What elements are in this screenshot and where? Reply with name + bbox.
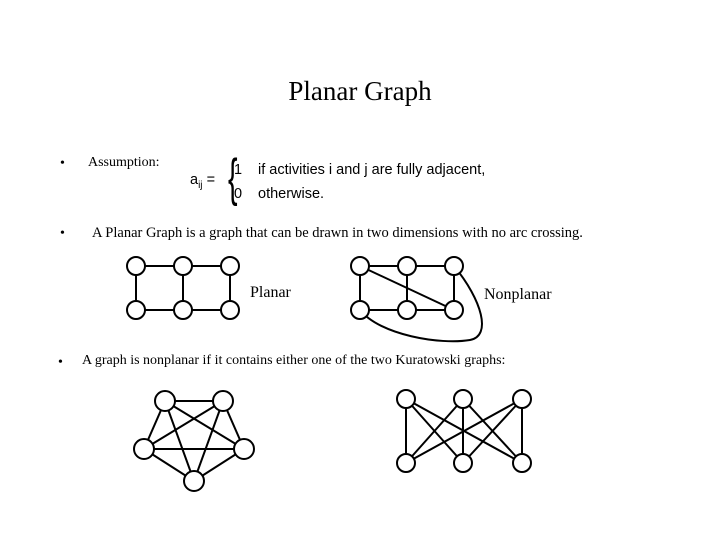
- graph-edge: [164, 400, 245, 450]
- graph-edge: [193, 400, 224, 482]
- graph-node: [350, 300, 370, 320]
- graph-edge: [143, 400, 224, 450]
- formula-lhs-sub: ij: [198, 179, 203, 191]
- graph-node: [397, 300, 417, 320]
- k33-graph: [396, 389, 532, 473]
- graph-node: [220, 256, 240, 276]
- bullet-marker-definition: •: [60, 226, 65, 241]
- graph-node: [126, 256, 146, 276]
- formula-lhs: aij =: [190, 172, 215, 191]
- bullet-marker-kuratowski: •: [58, 355, 63, 370]
- graph-edge: [359, 265, 455, 311]
- graph-node: [444, 300, 464, 320]
- definition-text-after: is a graph that can be drawn in two dime…: [182, 225, 583, 241]
- formula-lhs-eq: =: [206, 172, 216, 188]
- graph-edge: [164, 400, 195, 482]
- nonplanar-label: Nonplanar: [484, 286, 552, 303]
- graph-node: [453, 453, 473, 473]
- planar-graph: [126, 256, 240, 320]
- graph-node: [233, 438, 255, 460]
- graph-node: [396, 453, 416, 473]
- formula-case1-value: 1: [234, 162, 243, 178]
- graph-node: [444, 256, 464, 276]
- assumption-text: Assumption:: [88, 155, 160, 170]
- graph-node: [350, 256, 370, 276]
- formula-case2-value: 0: [234, 186, 243, 202]
- planar-label: Planar: [250, 284, 291, 301]
- graph-edge: [405, 398, 464, 464]
- graph-node: [173, 256, 193, 276]
- page-title: Planar Graph: [288, 76, 432, 106]
- definition-text-before: A: [92, 225, 106, 241]
- formula-brace-icon: {: [228, 149, 238, 207]
- graph-node: [220, 300, 240, 320]
- graph-node: [183, 470, 205, 492]
- graph-node: [397, 256, 417, 276]
- formula-case1-desc: if activities i and j are fully adjacent…: [258, 162, 486, 178]
- graph-node: [133, 438, 155, 460]
- definition-emphasis: Planar Graph: [105, 225, 183, 241]
- graph-node: [173, 300, 193, 320]
- graph-node: [126, 300, 146, 320]
- graph-edge: [359, 265, 483, 343]
- planar-definition-text: A Planar Graph is a graph that can be dr…: [92, 225, 583, 242]
- kuratowski-text: A graph is nonplanar if it contains eith…: [82, 353, 506, 368]
- graph-edge: [462, 398, 523, 464]
- bullet-marker-assumption: •: [60, 156, 65, 171]
- nonplanar-graph: [350, 256, 483, 343]
- graph-node: [453, 389, 473, 409]
- graph-node: [512, 389, 532, 409]
- graph-node: [396, 389, 416, 409]
- graph-edge: [405, 398, 523, 464]
- graph-node: [512, 453, 532, 473]
- formula-case2-desc: otherwise.: [258, 186, 325, 202]
- graph-node: [212, 390, 234, 412]
- graph-node: [154, 390, 176, 412]
- formula-lhs-var: a: [190, 172, 199, 188]
- k5-graph: [133, 390, 255, 492]
